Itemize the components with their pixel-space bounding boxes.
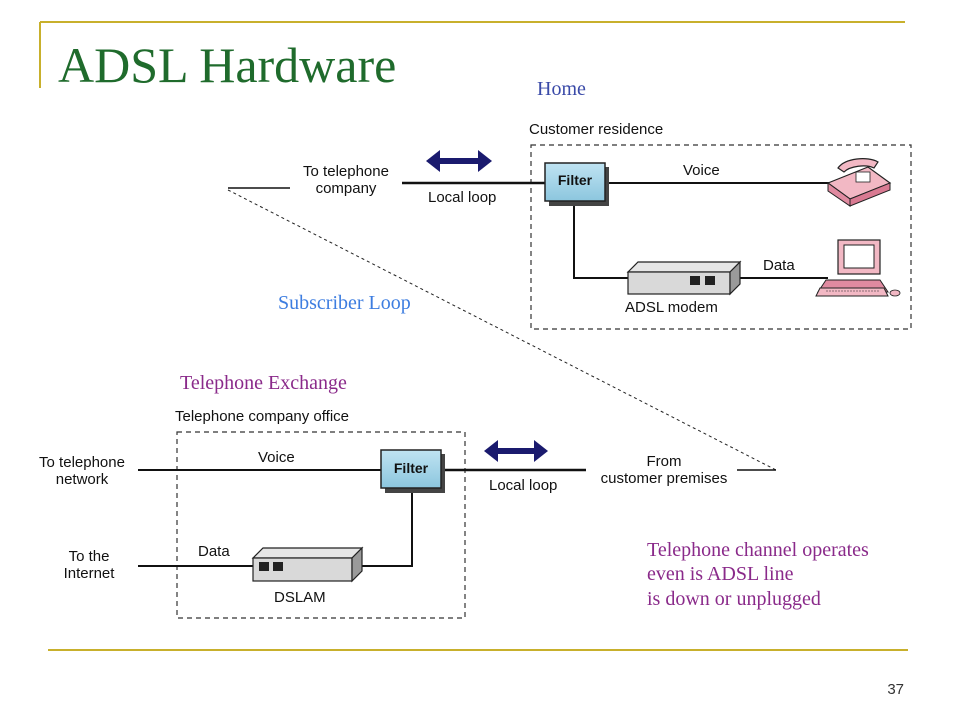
adsl-note-line3: is down or unplugged xyxy=(647,587,821,610)
from-customer-premises-label: From customer premises xyxy=(588,453,740,487)
telephone-exchange-label: Telephone Exchange xyxy=(180,372,347,394)
to-telephone-company-line2: company xyxy=(315,179,377,197)
adsl-modem-label: ADSL modem xyxy=(625,299,718,316)
residence-filter-modem-line xyxy=(573,202,630,279)
home-label: Home xyxy=(537,78,586,100)
residence-data-label: Data xyxy=(763,257,795,274)
residence-voice-label: Voice xyxy=(683,162,720,179)
office-double-arrow xyxy=(484,440,548,462)
adsl-modem-device xyxy=(626,260,742,296)
from-customer-premises-line2: customer premises xyxy=(600,469,728,487)
residence-dashed-box xyxy=(530,144,912,330)
dslam-label: DSLAM xyxy=(274,589,326,606)
page-number: 37 xyxy=(887,681,904,698)
adsl-note-line2: even is ADSL line xyxy=(647,563,794,586)
to-telephone-company-line1: To telephone xyxy=(303,163,389,180)
office-filter-dslam-line xyxy=(355,489,413,567)
adsl-note: Telephone channel operates even is ADSL … xyxy=(647,538,869,611)
residence-local-loop-label: Local loop xyxy=(428,189,497,206)
to-telephone-network-label: To telephone network xyxy=(22,454,142,488)
subscriber-loop-dashed-line xyxy=(227,189,777,471)
slide-title: ADSL Hardware xyxy=(58,37,397,93)
dslam-device xyxy=(251,546,364,583)
office-data-label: Data xyxy=(198,543,230,560)
residence-double-arrow xyxy=(426,150,492,172)
office-voice-label: Voice xyxy=(258,449,295,466)
subscriber-loop-label: Subscriber Loop xyxy=(278,292,411,314)
customer-residence-label: Customer residence xyxy=(529,121,664,138)
to-telephone-network-line2: network xyxy=(55,470,109,488)
adsl-note-line1: Telephone channel operates xyxy=(647,539,869,561)
residence-filter-box xyxy=(544,162,609,206)
telephone-icon xyxy=(826,158,892,207)
computer-icon xyxy=(815,239,901,297)
to-the-internet-label: To the Internet xyxy=(44,548,134,582)
office-dashed-box xyxy=(176,431,466,619)
office-local-loop-label: Local loop xyxy=(489,477,558,494)
to-telephone-network-line1: To telephone xyxy=(39,454,125,471)
residence-filter-label: Filter xyxy=(557,172,593,188)
telephone-company-office-label: Telephone company office xyxy=(175,408,350,425)
office-filter-box xyxy=(380,449,445,493)
to-the-internet-line1: To the xyxy=(68,548,110,565)
office-filter-label: Filter xyxy=(393,460,429,476)
from-customer-premises-line1: From xyxy=(646,453,682,470)
to-telephone-company-label: To telephone company xyxy=(286,163,406,197)
to-the-internet-line2: Internet xyxy=(63,564,115,582)
